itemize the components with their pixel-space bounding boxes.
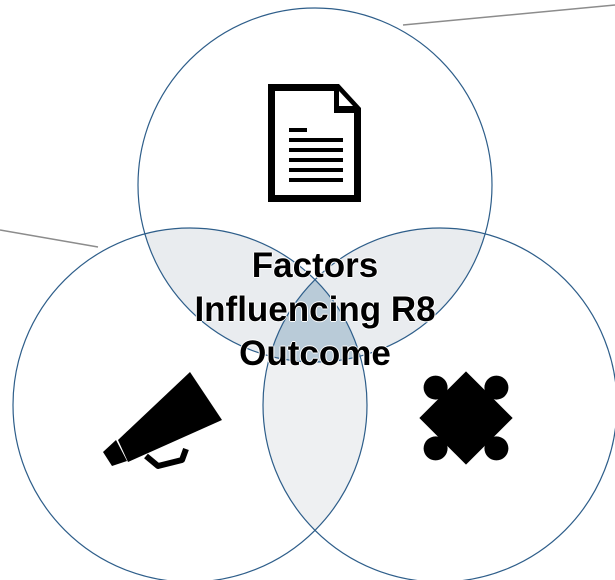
puzzle-piece-icon: [419, 371, 513, 465]
overlap-top-right: [263, 228, 492, 362]
center-title: Factors Influencing R8 Outcome: [140, 244, 490, 376]
document-icon: [268, 84, 361, 202]
connector-line-top-right: [402, 4, 615, 26]
center-title-line-3: Outcome: [239, 334, 391, 373]
center-title-line-2: Influencing R8: [194, 290, 436, 329]
circle-bottom-left: [12, 227, 368, 580]
circle-bottom-right: [262, 227, 615, 580]
center-title-line-1: Factors: [251, 246, 379, 285]
megaphone-icon: [103, 372, 222, 469]
overlap-top-left: [138, 228, 367, 362]
circle-top: [137, 7, 493, 363]
connector-line-left: [0, 229, 99, 248]
